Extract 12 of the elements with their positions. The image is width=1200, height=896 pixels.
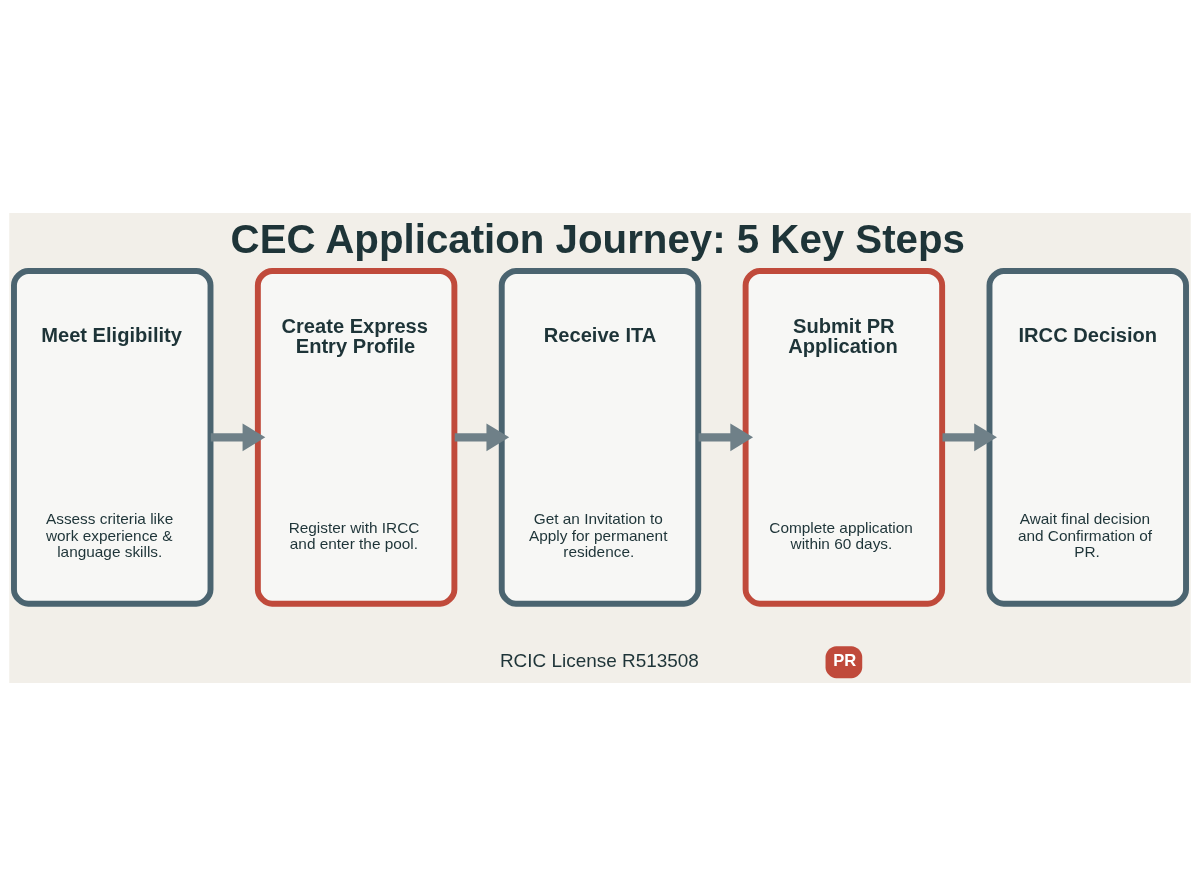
node-box: Create Express Entry Profile Register with IRCC and enter the pool. — [254, 268, 458, 607]
node-box: Receive ITA Get an Invitation to Apply for permanent residence. — [498, 268, 702, 607]
node-box: IRCC Decision Await final decision and Confirmation of PR. — [986, 268, 1189, 607]
label: RCIC License R513508 — [499, 649, 699, 671]
arrow — [454, 423, 510, 452]
label: PR — [833, 651, 857, 671]
arrow — [942, 423, 997, 452]
diagram-title: CEC Application Journey: 5 Key Steps — [230, 217, 965, 263]
arrow — [210, 423, 266, 452]
arrow — [698, 423, 754, 452]
node-box: Submit PR Application Complete application within 60 days. — [742, 268, 946, 607]
node-box: Meet Eligibility Assess criteria like work experience & language skills. — [11, 268, 214, 607]
